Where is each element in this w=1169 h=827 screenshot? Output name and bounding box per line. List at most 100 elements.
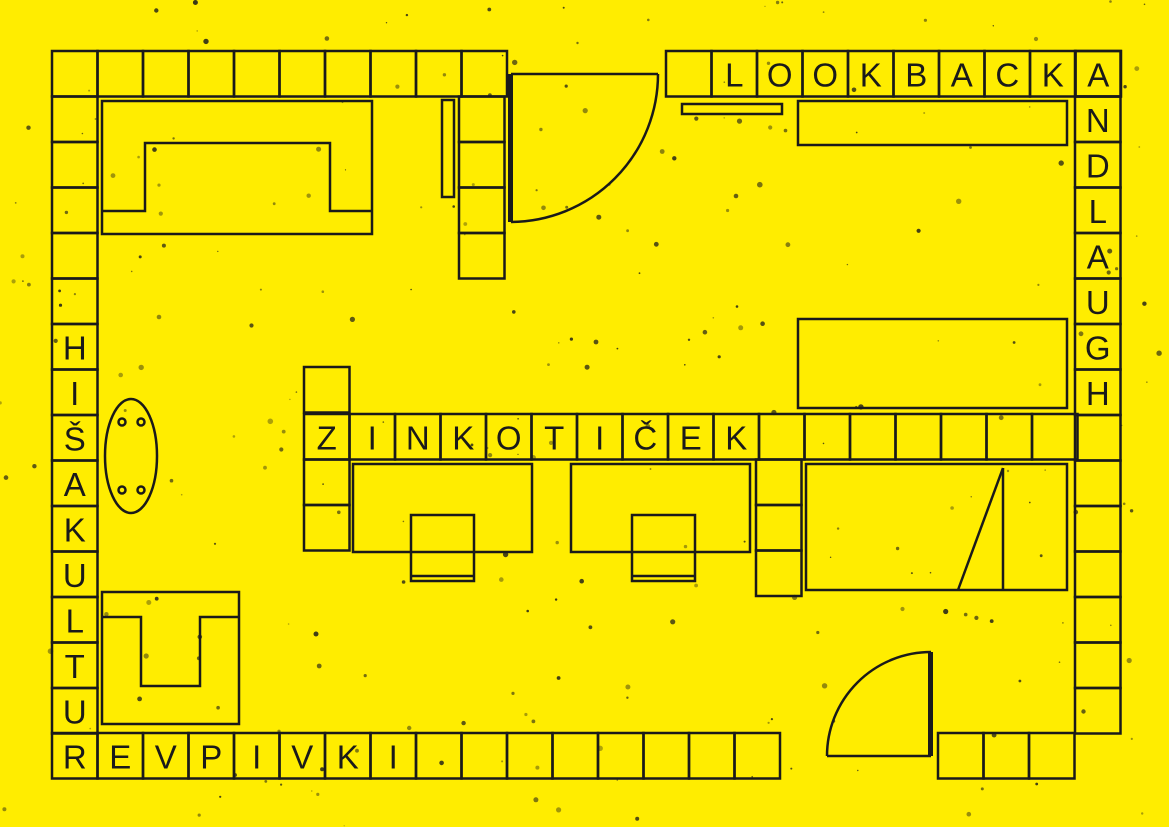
- speckle: [279, 447, 284, 452]
- speckle: [969, 146, 972, 149]
- speckle: [1138, 146, 1141, 148]
- speckle: [1018, 679, 1022, 683]
- speckle: [267, 418, 274, 425]
- speckle: [1142, 301, 1147, 306]
- wall-letter: K: [860, 56, 882, 93]
- speckle: [306, 193, 311, 198]
- wall-tile: [642, 731, 691, 780]
- wall-tile: [1030, 412, 1079, 461]
- wall-letter: A: [1087, 56, 1109, 93]
- speckle: [26, 125, 31, 130]
- wall-letter: L: [725, 56, 743, 93]
- speckle: [382, 421, 385, 423]
- speckle: [1134, 66, 1140, 71]
- speckle: [966, 811, 972, 817]
- wall-letter: B: [905, 56, 927, 93]
- speckle: [287, 623, 290, 625]
- speckle: [219, 795, 222, 798]
- speckle: [564, 84, 568, 88]
- speckle: [130, 270, 133, 273]
- speckle: [768, 125, 773, 130]
- speckle: [816, 630, 820, 635]
- speckle: [770, 718, 774, 721]
- speckle: [138, 364, 144, 371]
- speckle: [81, 132, 84, 135]
- speckle: [2, 807, 7, 812]
- speckle: [1012, 341, 1016, 344]
- wall-letter: A: [64, 466, 86, 503]
- speckle: [53, 338, 58, 343]
- wall-letter: V: [155, 738, 177, 775]
- speckle: [405, 13, 409, 17]
- speckle: [558, 342, 560, 344]
- wall-letter: A: [951, 56, 973, 93]
- speckle: [442, 73, 447, 77]
- speckle: [461, 720, 466, 726]
- speckle: [14, 202, 17, 204]
- speckle: [582, 108, 588, 114]
- wall-letter: L: [66, 602, 84, 639]
- speckle: [1081, 709, 1086, 714]
- speckle: [846, 263, 849, 266]
- wall-tile: [939, 412, 988, 461]
- speckle: [1122, 502, 1126, 506]
- wall-tile: [457, 186, 506, 235]
- furniture: [100, 72, 1069, 758]
- speckle: [687, 338, 691, 341]
- speckle: [216, 705, 220, 710]
- speckle: [137, 696, 143, 702]
- speckle: [694, 583, 698, 588]
- speckle: [723, 81, 726, 83]
- wall-letter: L: [1089, 193, 1107, 230]
- speckle: [280, 783, 283, 786]
- speckle: [712, 317, 715, 319]
- wall-letter: G: [1085, 329, 1111, 366]
- wall-tile: [457, 95, 506, 144]
- wall-tiles: [50, 49, 1123, 780]
- speckle: [213, 542, 217, 545]
- speckle: [992, 25, 994, 27]
- speckle: [363, 674, 367, 678]
- speckle: [1037, 283, 1040, 286]
- shelf-bar-vertical: [440, 98, 456, 199]
- speckle: [555, 540, 559, 545]
- speckle: [723, 117, 725, 119]
- speckle: [541, 205, 546, 211]
- speckle: [684, 364, 686, 366]
- speckle: [27, 282, 31, 287]
- speckle: [118, 372, 123, 378]
- speckle: [104, 612, 109, 617]
- speckle: [626, 229, 629, 233]
- speckle: [196, 30, 198, 32]
- speckle: [1062, 622, 1064, 624]
- speckle: [157, 183, 161, 187]
- speckle: [395, 84, 400, 89]
- speckle: [488, 453, 493, 458]
- speckle: [313, 631, 319, 637]
- speckle: [1156, 350, 1162, 356]
- wall-tile: [1073, 459, 1122, 508]
- speckle: [548, 440, 554, 445]
- wall-tile: [757, 412, 806, 461]
- wall-letter: D: [1086, 147, 1110, 184]
- speckle: [596, 214, 602, 220]
- speckle: [1058, 661, 1061, 663]
- wall-tile: [754, 458, 803, 507]
- wall-tile: [96, 49, 145, 98]
- speckle: [295, 391, 298, 393]
- wall-letter: V: [291, 738, 313, 775]
- speckle: [970, 496, 972, 498]
- speckle: [64, 210, 69, 215]
- wall-letter: H: [1086, 375, 1110, 412]
- speckle: [232, 435, 236, 438]
- speckle: [154, 8, 159, 13]
- speckle: [526, 609, 529, 613]
- speckle: [672, 156, 677, 161]
- speckle: [156, 314, 162, 320]
- speckle: [767, 721, 770, 724]
- wall-tile: [50, 231, 99, 280]
- wall-tile: [1073, 504, 1122, 553]
- speckle: [790, 767, 793, 770]
- wall-tile: [302, 503, 351, 552]
